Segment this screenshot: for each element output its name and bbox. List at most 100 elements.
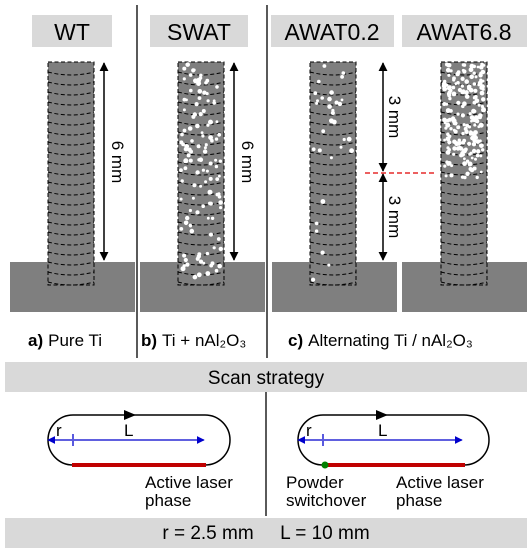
particle-dot [197, 89, 203, 94]
particle-dot [466, 84, 472, 90]
particle-dot [447, 85, 452, 90]
particle-dot [204, 180, 208, 184]
title-wt-text: WT [54, 19, 90, 45]
particle-dot [452, 76, 456, 81]
layer-line [177, 81, 225, 86]
particle-dot [204, 143, 208, 147]
layer-line [440, 221, 488, 226]
particle-dot [186, 153, 191, 158]
particle-dot [340, 75, 344, 79]
particle-dot [316, 99, 319, 103]
particle-dot [445, 122, 451, 128]
particle-dot [457, 138, 461, 142]
particle-dot [465, 123, 470, 128]
particle-dot [461, 131, 465, 136]
layer-line [309, 111, 357, 116]
particle-dot [218, 200, 223, 205]
layer-line [47, 171, 95, 176]
particle-dot [202, 261, 206, 265]
particle-dot [472, 71, 476, 75]
layer-line [47, 271, 95, 276]
particle-dot [188, 147, 192, 151]
dim-label-awat-bottom: 3 mm [385, 196, 404, 239]
particle-dot [192, 183, 197, 188]
title-awat02: AWAT0.2 [271, 15, 394, 47]
particle-dot [451, 118, 457, 124]
layer-line [47, 211, 95, 216]
layer-line [309, 261, 357, 266]
layer-line [440, 281, 488, 286]
particle-dot [467, 141, 472, 146]
layer-line [177, 281, 225, 286]
particle-dot [447, 134, 452, 138]
layer-line [47, 151, 95, 156]
particle-dot [473, 130, 478, 135]
particle-dot [452, 152, 456, 156]
particle-dot [465, 171, 470, 176]
particle-dot [447, 73, 451, 77]
particle-dot [219, 206, 223, 210]
title-swat-text: SWAT [167, 19, 231, 45]
particle-dot [474, 75, 478, 79]
particle-dot [201, 168, 205, 172]
particle-dot [321, 129, 326, 134]
particle-dot [199, 73, 203, 78]
layer-line [309, 121, 357, 126]
caption-a-letter: a) [28, 331, 43, 350]
layer-line [47, 131, 95, 136]
particle-dot [451, 85, 456, 90]
layer-line [47, 81, 95, 86]
particle-dot [339, 145, 343, 149]
particle-dot [329, 90, 334, 95]
pillar-outline [309, 61, 357, 286]
layer-line [440, 241, 488, 246]
particle-dot [476, 149, 481, 154]
particle-dot [475, 153, 480, 158]
particle-dot [191, 196, 195, 200]
layer-line [177, 121, 225, 126]
layer-line [177, 221, 225, 226]
layer-line [47, 251, 95, 256]
particle-dot [456, 70, 461, 74]
particle-dot [197, 158, 201, 162]
particle-dot [472, 133, 476, 137]
footer-bar [5, 518, 527, 548]
caption-b-letter: b) [141, 331, 157, 350]
particle-dot [329, 156, 333, 160]
footer-text: r = 2.5 mm L = 10 mm [162, 523, 369, 544]
particle-dot [190, 139, 194, 143]
particle-dot [192, 274, 198, 280]
particle-dot [469, 74, 475, 80]
particle-dot [473, 115, 479, 121]
particle-dot [462, 89, 465, 93]
layer-line [47, 261, 95, 266]
layer-line [47, 281, 95, 286]
particle-dot [196, 272, 202, 278]
pillar-outline [47, 61, 95, 286]
particle-dot [218, 159, 223, 163]
particle-dot [468, 112, 472, 116]
layer-line [177, 241, 225, 246]
layer-line [47, 161, 95, 166]
particle-dot [479, 90, 485, 96]
particle-dot [202, 149, 208, 154]
particle-dot [337, 101, 343, 107]
layer-line [309, 281, 357, 286]
dim-label-awat-top: 3 mm [385, 96, 404, 139]
switchover-label-1: Powder [286, 473, 344, 492]
layer-line [47, 231, 95, 236]
layer-line [309, 201, 357, 206]
particle-dot [444, 126, 448, 130]
layer-line [47, 121, 95, 126]
particle-dot [196, 144, 201, 149]
particle-dot [218, 246, 223, 252]
particle-dot [311, 277, 316, 282]
particle-dot [195, 123, 200, 129]
particle-dot [322, 64, 327, 68]
particle-dot [460, 76, 465, 81]
particle-dot [470, 156, 474, 160]
particle-dot [199, 184, 203, 188]
particle-dot [468, 132, 472, 136]
particle-dot [179, 168, 183, 173]
l-label-left: L [124, 421, 133, 440]
